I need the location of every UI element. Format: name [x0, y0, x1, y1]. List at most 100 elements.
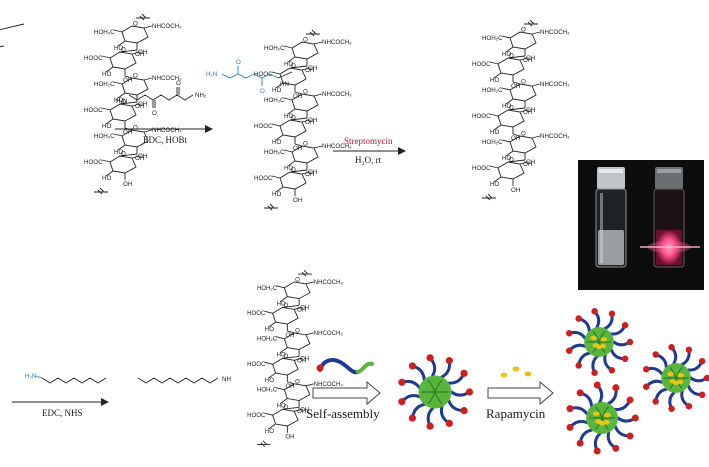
- label-self-assembly: Self-assembly: [306, 406, 380, 421]
- chem-ho: HO: [490, 181, 499, 188]
- chem-o: O: [283, 354, 288, 360]
- drug-loaded-micelle: [566, 381, 639, 455]
- chem-hoh2c: HOH₂C: [482, 35, 503, 42]
- chem-oh: OH: [523, 161, 532, 168]
- vial-photo: [578, 160, 704, 290]
- chem-h2n: H₂N: [206, 71, 217, 78]
- chem-o: O: [121, 99, 126, 106]
- chem-nhcoch3: NHCOCH₃: [314, 280, 344, 286]
- chem-oh: OH: [526, 107, 535, 114]
- ha-hydrazide-structure: OHOH₂CNHCOCH₃HOOHOHOOCOHHOOHOHOH₂CNHCOCH…: [206, 29, 352, 211]
- chem-ho: HO: [114, 149, 123, 156]
- chem-oh: OH: [305, 171, 314, 178]
- adipic-dihydrazide-reagent: H₂N NH₂ O O: [116, 80, 207, 117]
- chem-o: O: [291, 115, 296, 122]
- chem-ho: HO: [272, 139, 281, 146]
- reagent-step3: EDC, NHS: [42, 408, 83, 418]
- chem-nhcoch3: NHCOCH₃: [152, 127, 182, 134]
- decylamine-reagent: H₂N: [25, 373, 107, 384]
- chem-hoh2c: HOH₂C: [257, 337, 278, 343]
- chem-hooc: HOOC: [254, 71, 273, 78]
- chem-oh: OH: [523, 57, 532, 64]
- hyaluronic-acid-structure: OHOH₂CNHCOCH₃HOOHOHOOCOHHOOHOHOH₂CNHCOCH…: [84, 13, 182, 195]
- chem-h2n: H₂N: [116, 98, 127, 105]
- chem-nh: NH: [222, 376, 231, 383]
- chem-hoh2c: HOH₂C: [482, 87, 503, 94]
- chem-nhcoch3: NHCOCH₃: [322, 91, 352, 98]
- chem-ho: HO: [284, 113, 293, 120]
- reagent-water-rt: H₂O, rt: [355, 155, 382, 165]
- chem-ho: HO: [265, 327, 274, 333]
- reagent-step1: EDC, HOBt: [143, 135, 188, 145]
- chem-oh: OH: [300, 356, 309, 362]
- chem-o: O: [133, 125, 138, 132]
- chem-o: O: [133, 21, 138, 28]
- hydrazone-linker: NOOHNHN: [0, 45, 5, 48]
- chem-oh: OH: [526, 159, 535, 166]
- chem-nhcoch3: NHCOCH₃: [540, 81, 570, 88]
- chem-ho: HO: [102, 175, 111, 182]
- chem-o: O: [236, 59, 241, 66]
- chem-oh: OH: [135, 51, 144, 58]
- self-assembly-arrow: [312, 380, 381, 406]
- chem-hooc: HOOC: [247, 413, 266, 419]
- chem-nh2: NH₂: [195, 92, 207, 99]
- chem-hooc: HOOC: [247, 362, 266, 368]
- chem-ho: HO: [102, 71, 111, 78]
- chem-nhcoch3: NHCOCH₃: [322, 39, 352, 46]
- chem-oh: OH: [297, 307, 306, 313]
- chem-ho: HO: [114, 45, 123, 52]
- chem-oh: OH: [138, 101, 147, 108]
- chem-o: O: [295, 328, 300, 334]
- chem-o: O: [121, 47, 126, 54]
- chem-ho: HO: [490, 77, 499, 84]
- chem-o: O: [133, 73, 138, 80]
- chem-o: O: [291, 167, 296, 174]
- chem-hoh2c: HOH₂C: [94, 29, 115, 36]
- chem-o: O: [283, 405, 288, 411]
- chem-ho: HO: [502, 155, 511, 162]
- chem-o: O: [152, 110, 157, 117]
- chem-hoh2c: HOH₂C: [94, 133, 115, 140]
- chem-hoh2c: HOH₂C: [257, 286, 278, 292]
- chem-hooc: HOOC: [84, 107, 103, 114]
- chem-oh: OH: [523, 109, 532, 116]
- chem-oh: OH: [135, 155, 144, 162]
- chem-ho: HO: [502, 51, 511, 58]
- chem-ho: HO: [102, 123, 111, 130]
- chem-hooc: HOOC: [472, 113, 491, 120]
- label-rapamycin: Rapamycin: [486, 406, 546, 421]
- drug-loaded-micelle: [642, 344, 709, 412]
- chem-o: O: [521, 131, 526, 138]
- alkyl-chain: NH: [137, 376, 231, 384]
- chem-o: O: [295, 379, 300, 385]
- chem-o: O: [509, 53, 514, 60]
- reagent-streptomycin: Streptomycin: [344, 136, 393, 146]
- chem-ho: HO: [277, 352, 286, 358]
- chem-oh: OH: [138, 49, 147, 56]
- chem-oh: OH: [285, 435, 294, 441]
- chem-hooc: HOOC: [247, 311, 266, 317]
- chem-oh: OH: [293, 197, 302, 204]
- amphiphilic-conjugate-structure: OHOH₂CNHCOCH₃HOOHOHOOCOHHOOHOHOH₂CNHCOCH…: [0, 23, 343, 447]
- chem-nhcoch3: NHCOCH₃: [152, 75, 182, 82]
- chem-oh: OH: [305, 119, 314, 126]
- chem-oh: OH: [297, 358, 306, 364]
- chem-ho: HO: [272, 191, 281, 198]
- chem-o: O: [521, 27, 526, 34]
- micelle-group: [398, 308, 709, 455]
- chem-ho: HO: [277, 403, 286, 409]
- chem-oh: OH: [135, 103, 144, 110]
